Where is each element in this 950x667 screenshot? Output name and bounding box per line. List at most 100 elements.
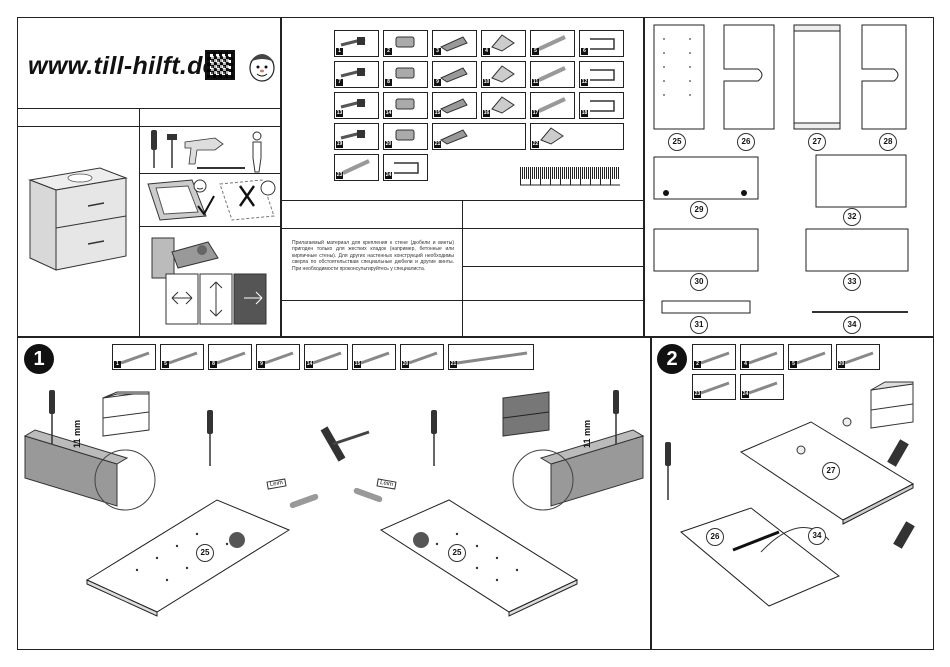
- ruler-tick: [568, 167, 569, 179]
- step-part-number: 15: [354, 361, 361, 368]
- ruler-tick: [574, 167, 575, 179]
- hardware-part-icon: [395, 36, 415, 48]
- ruler-tick: [604, 167, 605, 179]
- hardware-part-number: 4: [483, 48, 490, 55]
- hardware-part-number: 20: [385, 141, 392, 148]
- ruler-tick: [570, 167, 571, 185]
- ruler-tick: [594, 167, 595, 179]
- step2-panel-label-34: 34: [808, 527, 826, 545]
- ruler-tick: [548, 167, 549, 179]
- hardware-part-icon: [395, 98, 415, 110]
- step2-part-24: 24: [740, 374, 784, 400]
- ruler-tick: [550, 167, 551, 185]
- website-logo[interactable]: www.till-hilft.de: [28, 52, 217, 80]
- hardware-part-icon: [590, 69, 615, 81]
- step-part-icon: [168, 351, 198, 365]
- step2-illustration: [665, 381, 915, 607]
- step1-part-20: 20: [400, 344, 444, 370]
- ruler-tick: [536, 167, 537, 179]
- hardware-part-1: 1: [334, 30, 379, 57]
- hinge-adjust-illustration: [151, 237, 267, 325]
- hardware-part-icon: [540, 127, 564, 145]
- ruler-tick: [572, 167, 573, 179]
- step-part-number: 14: [306, 361, 313, 368]
- ruler-tick: [606, 167, 607, 179]
- step2-badge: 2: [657, 344, 687, 374]
- ruler-tick: [592, 167, 593, 179]
- step2-part-4: 4: [740, 344, 784, 370]
- step1-panel-label-right: 25: [448, 544, 466, 562]
- ruler-tick: [596, 167, 597, 179]
- hardware-part-13: 13: [334, 92, 379, 119]
- qr-code-icon[interactable]: [205, 50, 235, 80]
- ruler-tick: [608, 167, 609, 179]
- note-row-1: [281, 228, 644, 229]
- ruler-tick: [582, 167, 583, 179]
- ruler-tick: [618, 167, 619, 179]
- hardware-part-icon: [342, 159, 370, 175]
- step1-part-5: 5: [160, 344, 204, 370]
- hardware-part-number: 2: [385, 48, 392, 55]
- step1-illustration: [23, 390, 645, 617]
- hardware-part-icon: [590, 100, 615, 112]
- hardware-part-number: 23: [336, 172, 343, 179]
- step2-panel-label-27: 27: [822, 462, 840, 480]
- hardware-part-number: 3: [434, 48, 441, 55]
- step1-mm-label-right: 11 mm: [582, 419, 592, 448]
- hardware-part-24: 24: [383, 154, 428, 181]
- step-part-icon: [120, 351, 150, 365]
- panel-label-34: 34: [843, 316, 861, 334]
- ruler-tick: [552, 167, 553, 179]
- hardware-part-6: 6: [579, 30, 624, 57]
- hardware-part-11: 11: [530, 61, 575, 88]
- do-dont-illustration: [147, 179, 276, 221]
- step1-part-8: 8: [208, 344, 252, 370]
- step1-part-1: 1: [112, 344, 156, 370]
- step-part-number: 5: [790, 361, 797, 368]
- hardware-part-20: 20: [383, 123, 428, 150]
- step-part-icon: [408, 351, 438, 365]
- step1-badge: 1: [24, 344, 54, 374]
- hardware-part-icon: [340, 130, 366, 140]
- hardware-part-number: 8: [385, 79, 392, 86]
- step2-part-20: 20: [836, 344, 880, 370]
- hardware-part-10: 10: [481, 61, 526, 88]
- hardware-part-number: 15: [434, 110, 441, 117]
- ruler-tick: [522, 167, 523, 179]
- step-part-number: 21: [450, 361, 457, 368]
- header-col-divider: [139, 108, 140, 337]
- header-divider: [17, 108, 281, 109]
- step-part-icon: [700, 351, 730, 365]
- hardware-part-18: 18: [579, 92, 624, 119]
- hardware-part-8: 8: [383, 61, 428, 88]
- ruler-tick: [520, 167, 521, 185]
- step-part-icon: [264, 351, 294, 365]
- hardware-part-icon: [491, 65, 515, 83]
- hardware-part-icon: [439, 98, 468, 114]
- tools-illustration: [151, 130, 262, 173]
- hardware-part-icon: [491, 96, 515, 114]
- mascot-icon: [249, 54, 275, 82]
- step2-panel-label-26: 26: [706, 528, 724, 546]
- hardware-part-15: 15: [432, 92, 477, 119]
- hardware-part-number: 18: [581, 110, 588, 117]
- ruler-tick: [588, 167, 589, 179]
- step-part-number: 1: [114, 361, 121, 368]
- hardware-part-19: 19: [334, 123, 379, 150]
- step-part-number: 2: [694, 361, 701, 368]
- step-part-icon: [748, 351, 778, 365]
- step-part-icon: [844, 351, 874, 365]
- ruler-tick: [598, 167, 599, 179]
- hardware-part-number: 14: [385, 110, 392, 117]
- hardware-part-icon: [394, 162, 419, 174]
- step1-panel-label-left: 25: [196, 544, 214, 562]
- ruler-tick: [616, 167, 617, 179]
- step-part-number: 20: [402, 361, 409, 368]
- ruler-tick: [532, 167, 533, 179]
- ruler-tick: [610, 167, 611, 185]
- hardware-part-16: 16: [481, 92, 526, 119]
- ruler-tick: [530, 167, 531, 185]
- step-part-number: 23: [694, 391, 701, 398]
- hardware-part-icon: [590, 38, 615, 50]
- ruler-tick: [528, 167, 529, 179]
